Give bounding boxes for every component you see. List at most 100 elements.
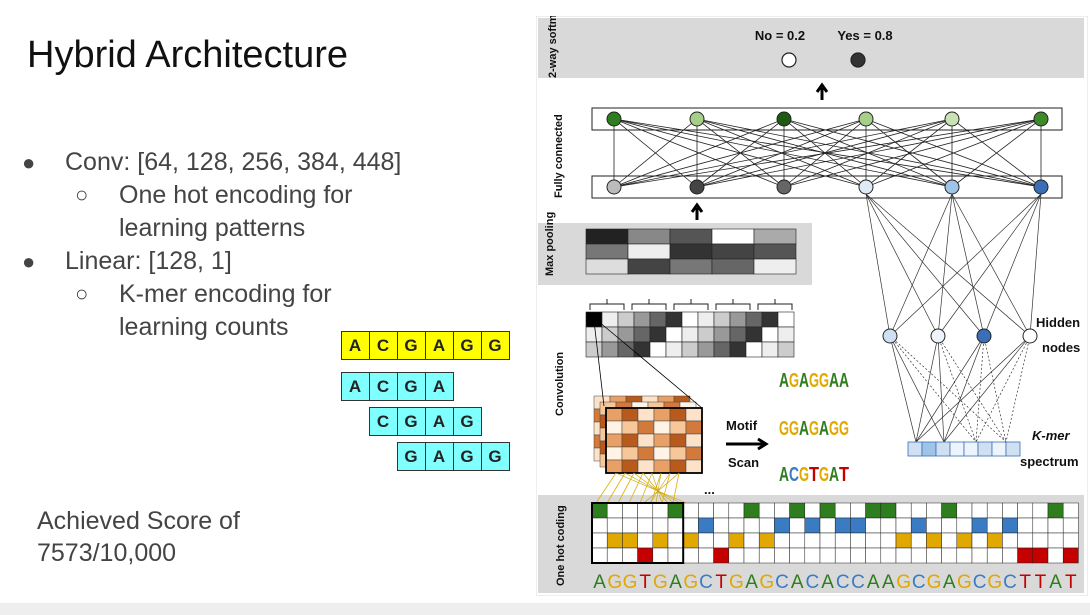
one-hot-cell [591,502,608,519]
dna-letter: G [927,572,942,593]
one-hot-cell [789,502,806,519]
softmax-label: 2-way softmax [547,16,559,78]
motif-letter: G [809,370,819,392]
dna-letter: G [653,572,668,593]
one-hot-cell [758,532,775,549]
hidden-connection-line [937,193,1042,337]
conv-cell [697,326,715,343]
filter-cell [669,446,687,461]
one-hot-cell [1047,502,1064,519]
kmer-spectrum-label-1: K-mer [1032,428,1071,443]
motif-letter: A [839,370,849,392]
arrow-up-icon [815,82,829,100]
pool-cell [669,243,713,260]
hidden-connection-line [865,193,985,337]
one-hot-cell [789,532,806,549]
filter-cell [669,420,687,435]
dna-letter: G [729,572,744,593]
conv-cell [761,326,779,343]
hidden-connections [865,193,1042,443]
one-hot-cell [986,532,1003,549]
filter-cell [653,420,671,435]
filter-cell [637,420,655,435]
one-hot-cell [956,502,973,519]
one-hot-cell [804,502,821,519]
one-hot-cell [986,517,1003,534]
one-hot-cell [834,517,851,534]
one-hot-cell [819,532,836,549]
kmer-spectrum-label-2: spectrum [1020,454,1079,469]
motif-letter: A [819,418,829,440]
one-hot-cell [743,547,760,564]
conv-cell [777,311,795,328]
conv-cell [601,341,619,358]
one-hot-cell [622,532,638,549]
pool-cell [627,258,671,275]
hidden-connection-line [865,193,939,337]
spectrum-connection-line [943,335,985,443]
one-hot-cell [895,502,912,519]
one-hot-cell [637,502,654,519]
convolution-label: Convolution [554,352,566,416]
conv-bracket [589,299,625,310]
conv-brackets [589,299,793,310]
hidden-node [882,328,898,344]
one-hot-cell [850,532,866,549]
scan-line [639,472,653,504]
one-hot-cell [850,547,866,564]
one-hot-cell [986,547,1003,564]
one-hot-cell [956,517,973,534]
bullet-conv: ● Conv: [64, 128, 256, 384, 448] [22,146,419,179]
one-hot-cell [591,532,608,549]
slide-bottom-bar [0,603,1090,615]
motif-letter: G [809,418,819,440]
one-hot-cell [774,517,790,534]
kmer-letter: G [481,442,510,471]
one-hot-cell [637,517,654,534]
fc-bottom-node [944,179,960,195]
kmer-sequence-row: A C G A G G [341,331,510,360]
conv-cell [713,341,731,358]
dna-letter: C [699,572,713,593]
dna-letter: C [1003,572,1017,593]
dna-letter: A [1049,572,1062,593]
scan-line [595,472,617,504]
kmer-letter: A [341,331,369,360]
pool-cell [669,228,713,245]
kmer-letter: A [425,331,453,360]
one-hot-cell [667,532,684,549]
dna-letter: A [882,572,895,593]
dna-letter: G [623,572,638,593]
one-hot-cell [804,517,821,534]
conv-cell [777,326,795,343]
spectrum-connection-line [937,335,977,443]
one-hot-cell [591,547,608,564]
one-hot-cell [652,517,669,534]
one-hot-cell [910,532,927,549]
motif-letter: A [799,370,809,392]
conv-cell [729,326,747,343]
kmer-letter: G [481,331,510,360]
one-hot-cell [774,547,790,564]
conv-cell [601,326,619,343]
one-hot-label: One hot coding [555,505,567,586]
fc-top-nodes [606,111,1049,127]
one-hot-cell [926,532,942,549]
motif-letter: C [789,464,799,486]
hidden-node [1022,328,1038,344]
fc-connection-line [696,118,1042,188]
filter-cell [653,459,671,474]
conv-bracket [673,299,709,310]
scan-line [672,472,680,504]
pool-cell [585,228,629,245]
fc-top-node [1033,111,1049,127]
one-hot-grid [591,502,1079,564]
one-hot-cell [895,517,912,534]
filter-cell [621,420,639,435]
fc-connections [613,118,1042,188]
spectrum-connection-line [975,335,985,443]
one-hot-cell [1032,532,1049,549]
kmer-row-2: C G A G [369,407,482,436]
dna-letter: T [1035,572,1047,593]
